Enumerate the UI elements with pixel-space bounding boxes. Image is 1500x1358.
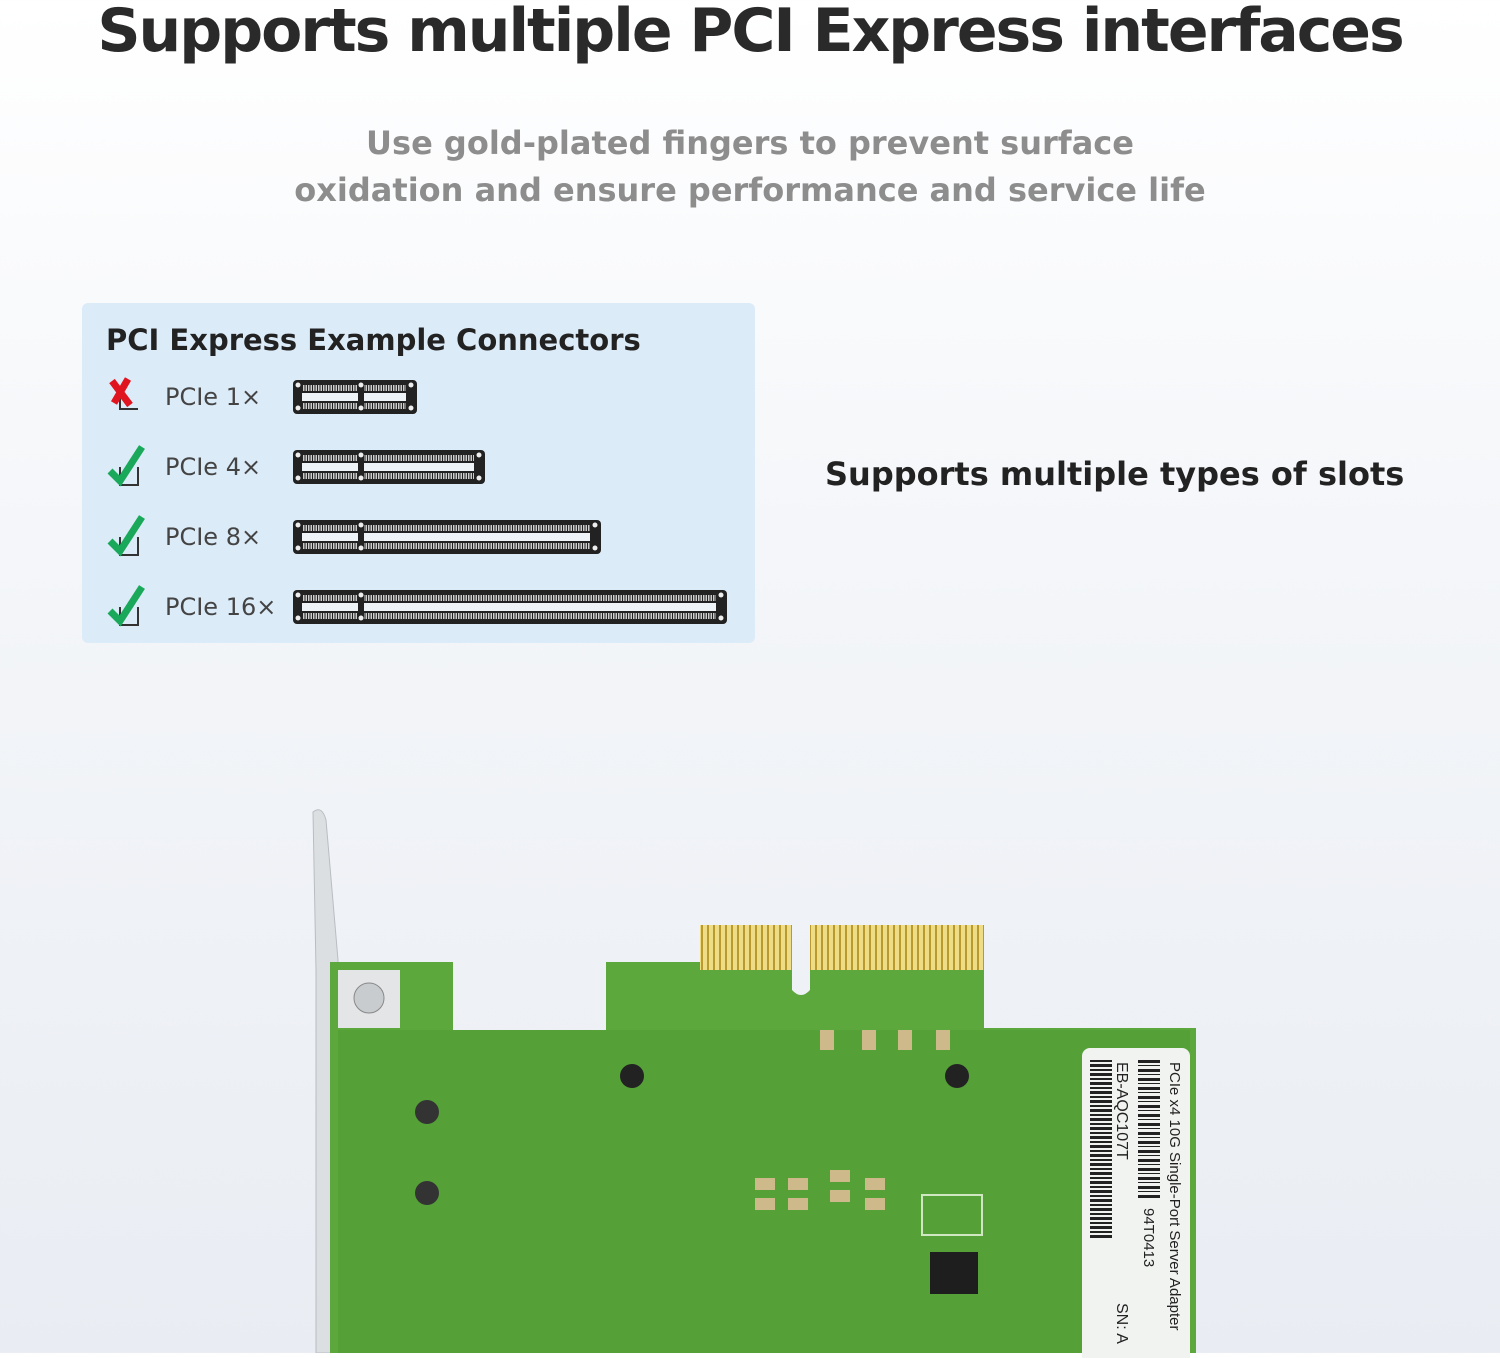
subtitle-line-1: Use gold-plated fingers to prevent surfa… — [366, 124, 1134, 162]
components — [755, 1030, 950, 1210]
connector-label: PCIe 16× — [165, 593, 277, 621]
connectors-title: PCI Express Example Connectors — [106, 323, 641, 357]
led — [415, 1100, 439, 1124]
connector-label: PCIe 8× — [165, 523, 262, 551]
sticker-code: 94T0413 — [1140, 1208, 1157, 1268]
sticker-sn: SN: A — [1113, 1303, 1130, 1344]
connector-row-4x: PCIe 4× — [106, 445, 746, 495]
barcode — [1090, 1060, 1112, 1240]
mount-hole — [620, 1064, 644, 1088]
pcie-1x-slot-icon — [293, 380, 417, 414]
connector-row-1x: PCIe 1× — [106, 375, 746, 425]
pcie-8x-slot-icon — [293, 520, 601, 554]
gold-fingers-right — [810, 925, 984, 971]
red-x-icon — [109, 377, 138, 410]
connector-row-8x: PCIe 8× — [106, 515, 746, 565]
green-check-icon — [107, 515, 145, 557]
page-title: Supports multiple PCI Express interfaces — [97, 0, 1404, 66]
pcie-16x-slot-icon — [293, 590, 727, 624]
screw-icon — [353, 982, 385, 1014]
mount-hole — [945, 1064, 969, 1088]
green-check-icon — [107, 445, 145, 487]
connector-label: PCIe 4× — [165, 453, 262, 481]
led — [415, 1181, 439, 1205]
sticker-product-name: PCIe x4 10G Single-Port Server Adapter — [1166, 1062, 1183, 1331]
green-check-icon — [107, 585, 145, 627]
subtitle-line-2: oxidation and ensure performance and ser… — [294, 171, 1206, 209]
barcode — [1138, 1060, 1160, 1200]
network-card-image — [312, 809, 1196, 1353]
connectors-panel: PCI Express Example Connectors PCIe 1× P… — [82, 303, 755, 643]
sticker-model: EB-AQC107T — [1113, 1062, 1130, 1160]
subtitle: Use gold-plated fingers to prevent surfa… — [0, 120, 1500, 214]
connector-row-16x: PCIe 16× — [106, 585, 746, 635]
slots-text: Supports multiple types of slots — [825, 455, 1405, 493]
connector-label: PCIe 1× — [165, 383, 262, 411]
product-sticker: PCIe x4 10G Single-Port Server Adapter 9… — [1082, 1048, 1190, 1358]
pcie-4x-slot-icon — [293, 450, 485, 484]
chip — [930, 1252, 978, 1294]
gold-fingers-left — [700, 925, 792, 971]
